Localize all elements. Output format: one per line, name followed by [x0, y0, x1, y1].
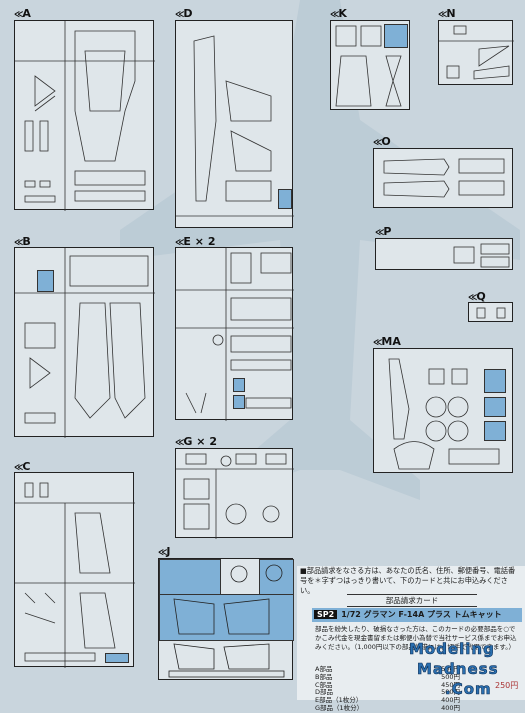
sprue-n-parts — [439, 25, 514, 80]
sprue-d-frame — [175, 20, 294, 228]
sprue-b-frame — [14, 247, 155, 438]
sprue-j-parts — [168, 564, 285, 678]
price-row: G部品（1枚分）400円 — [315, 703, 460, 712]
sprue-ma-frame — [373, 348, 513, 473]
sprue-j-highlighted-area-top-left — [159, 559, 221, 596]
sprue-g-parts — [176, 453, 294, 539]
sprue-e-label: ≪E × 2 — [175, 235, 216, 248]
sprue-q-label: ≪Q — [468, 290, 486, 303]
sprue-e-parts — [176, 248, 294, 421]
sprue-e-highlighted-part-1 — [233, 378, 245, 392]
sprue-p-frame — [375, 238, 513, 270]
sprue-o-parts — [383, 158, 505, 198]
order-card-title: 部品請求カード — [347, 594, 477, 607]
sprue-q-frame — [468, 302, 513, 322]
sprue-b-parts — [15, 248, 155, 438]
sprue-ma-highlighted-part-2 — [484, 397, 506, 417]
sprue-d-parts — [176, 35, 294, 217]
sprue-q-parts — [476, 307, 506, 319]
sprue-ma-highlighted-part-3 — [484, 421, 506, 441]
product-code: SP2 — [314, 610, 338, 619]
sprue-n-frame — [438, 20, 514, 85]
sprue-c-frame — [14, 472, 135, 668]
sprue-d-label: ≪D — [175, 7, 193, 20]
sprue-a-frame — [14, 20, 155, 211]
sprue-j-frame — [158, 558, 294, 680]
sprue-b-label: ≪B — [14, 235, 31, 248]
sprue-k-parts — [335, 25, 402, 107]
sprue-e-frame — [175, 247, 294, 421]
watermark-price-fragment: 250円 — [495, 681, 519, 690]
sprue-k-label: ≪K — [330, 7, 347, 20]
watermark-logo: Modeling Madness .Com 250円 — [405, 640, 525, 700]
sprue-a-label: ≪A — [14, 7, 31, 20]
order-instructions: 部品を紛失したり、破損なさった方は、このカードの必要部品を○でかこみ代金を現金書… — [315, 625, 517, 651]
sprue-k-frame — [330, 20, 410, 110]
watermark-line-1: Modeling — [409, 640, 495, 659]
sprue-k-highlighted-part — [384, 24, 408, 48]
sprue-p-label: ≪P — [375, 225, 392, 238]
sprue-c-label: ≪C — [14, 460, 31, 473]
sprue-o-label: ≪O — [373, 135, 391, 148]
sprue-c-highlighted-part — [105, 653, 129, 663]
sprue-g-label: ≪G × 2 — [175, 435, 217, 448]
sprue-ma-highlighted-part-1 — [484, 369, 506, 393]
sprue-e-highlighted-part-2 — [233, 395, 245, 409]
sprue-ma-parts — [388, 358, 500, 470]
watermark-line-3: .Com — [445, 680, 492, 699]
sprue-d-highlighted-part — [278, 189, 292, 209]
sprue-p-parts — [453, 243, 510, 268]
sprue-o-frame — [373, 148, 513, 208]
sprue-c-parts — [15, 482, 135, 668]
sprue-g-frame — [175, 448, 294, 539]
sprue-ma-label: ≪MA — [373, 335, 401, 348]
order-notice: ■部品請求をなさる方は、あなたの氏名、住所、郵便番号、電話番号を＊字ずつはっきり… — [300, 566, 516, 595]
sprue-j-label: ≪J — [158, 545, 171, 558]
sprue-n-label: ≪N — [438, 7, 456, 20]
sprue-a-parts — [15, 21, 155, 211]
watermark-line-2: Madness — [417, 660, 499, 679]
sprue-b-highlighted-part — [37, 270, 54, 292]
product-name: 1/72 グラマン F-14A プラス トムキャット — [341, 610, 502, 619]
